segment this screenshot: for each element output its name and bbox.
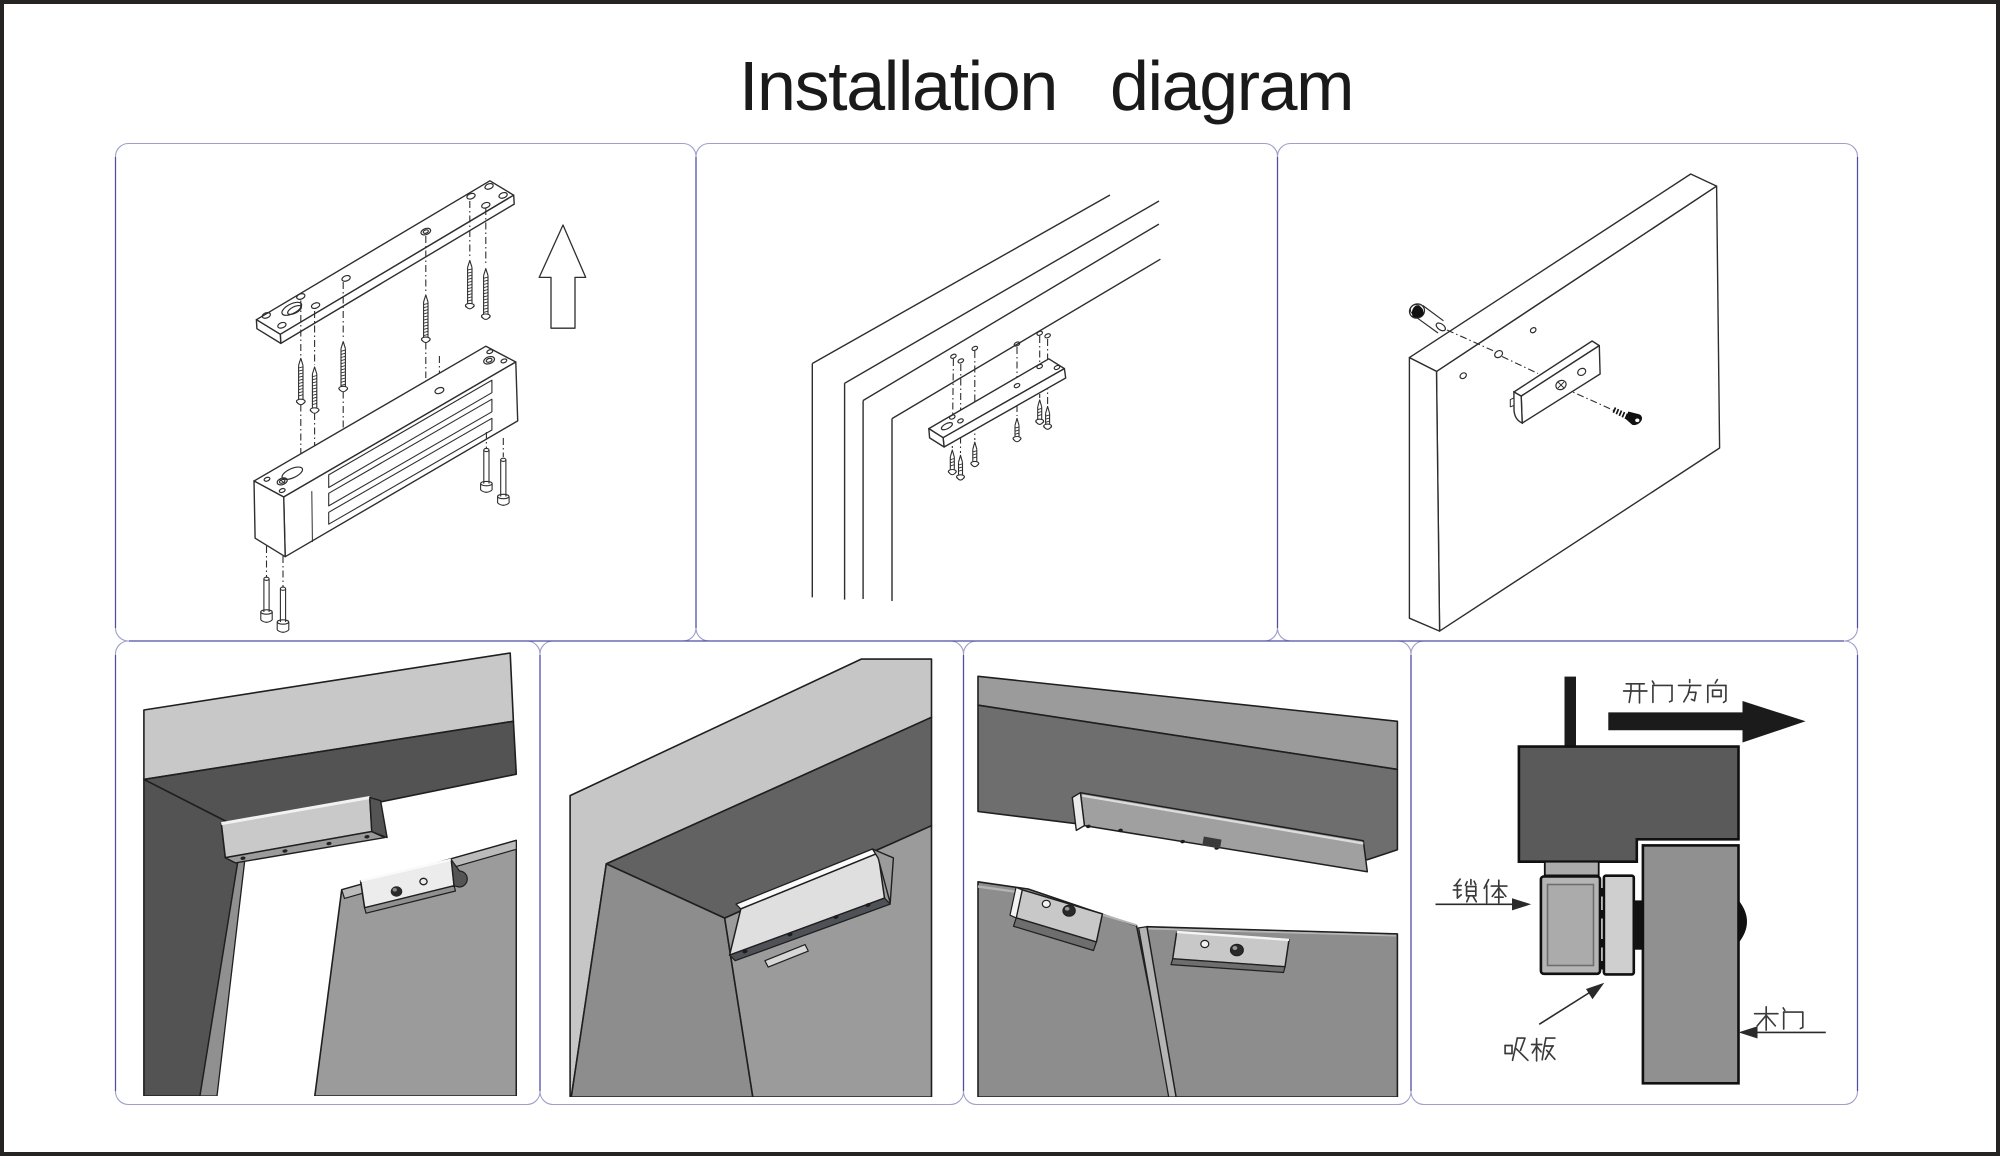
svg-text:Installationdiagram: Installationdiagram [739, 47, 1353, 125]
